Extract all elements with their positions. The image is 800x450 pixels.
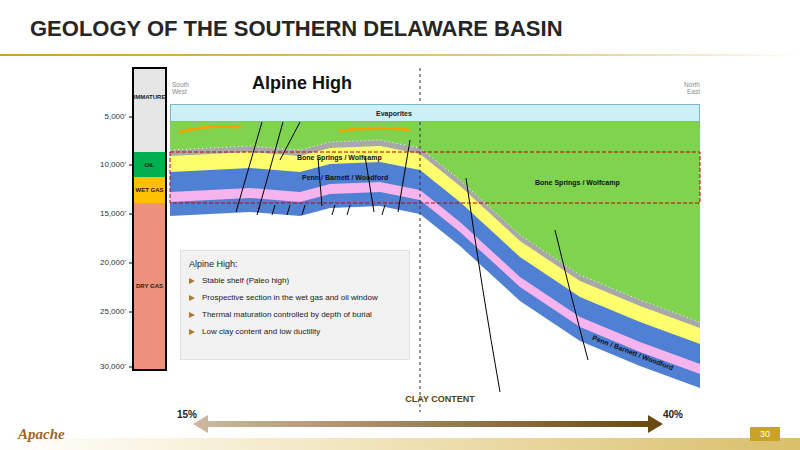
depth-ticks: [129, 117, 133, 367]
formation-label: Penn / Barnett / Woodford: [591, 334, 674, 371]
oil-window-box: [170, 152, 700, 203]
depth-column: [133, 68, 166, 370]
depth-label: 5,000': [86, 112, 126, 121]
formation-label: Penn / Barnett / Woodford: [302, 174, 388, 181]
bullet-marker: [189, 295, 195, 301]
formation-label: Bone Springs / Wolfcamp: [535, 179, 620, 186]
footer-band: [0, 438, 800, 450]
direction-label: North East: [674, 81, 700, 95]
maturity-band: WET GAS: [134, 177, 165, 203]
bullet-text: Low clay content and low ductility: [202, 327, 320, 336]
bullet-text: Stable shelf (Paleo high): [202, 276, 289, 285]
axis-label: CLAY CONTENT: [395, 394, 485, 404]
bullet-row: Thermal maturation controlled by depth o…: [189, 310, 372, 319]
depth-label: 30,000': [86, 362, 126, 371]
evaporite-layer: Evaporites: [170, 104, 700, 122]
note-heading: Alpine High:: [189, 259, 238, 269]
strata: [170, 120, 700, 408]
node-text: WET GAS: [136, 187, 164, 193]
node-text: Evaporites: [376, 110, 412, 117]
slide-title: GEOLOGY OF THE SOUTHERN DELAWARE BASIN: [30, 16, 563, 42]
axis-value: 15%: [177, 409, 197, 420]
clay-arrow: [193, 415, 663, 433]
company-logo: Apache: [18, 426, 65, 443]
bullet-text: Thermal maturation controlled by depth o…: [202, 310, 372, 319]
note-box: Alpine High: Stable shelf (Paleo high) Pro…: [180, 250, 410, 360]
bullet-row: Stable shelf (Paleo high): [189, 276, 289, 285]
maturity-band: IMMATURE: [134, 69, 165, 152]
depth-label: 20,000': [86, 258, 126, 267]
node-text: IMMATURE: [134, 94, 166, 100]
node-text: DRY GAS: [136, 283, 163, 289]
bullet-row: Prospective section in the wet gas and o…: [189, 293, 378, 302]
bullet-text: Prospective section in the wet gas and o…: [202, 293, 378, 302]
bullet-marker: [189, 278, 195, 284]
bullet-row: Low clay content and low ductility: [189, 327, 320, 336]
page-number: 30: [750, 427, 780, 441]
node-text: OIL: [145, 162, 155, 168]
depth-label: 10,000': [86, 160, 126, 169]
bullet-marker: [189, 312, 195, 318]
maturity-band: OIL: [134, 152, 165, 177]
depth-label: 25,000': [86, 307, 126, 316]
title-rule: [0, 54, 800, 56]
axis-value: 40%: [663, 409, 683, 420]
depth-label: 15,000': [86, 209, 126, 218]
area-label: Alpine High: [252, 73, 352, 94]
formation-label: Bone Springs / Wolfcamp: [297, 154, 382, 161]
bullet-marker: [189, 329, 195, 335]
maturity-band: DRY GAS: [134, 203, 165, 369]
direction-label: South West: [172, 81, 198, 95]
